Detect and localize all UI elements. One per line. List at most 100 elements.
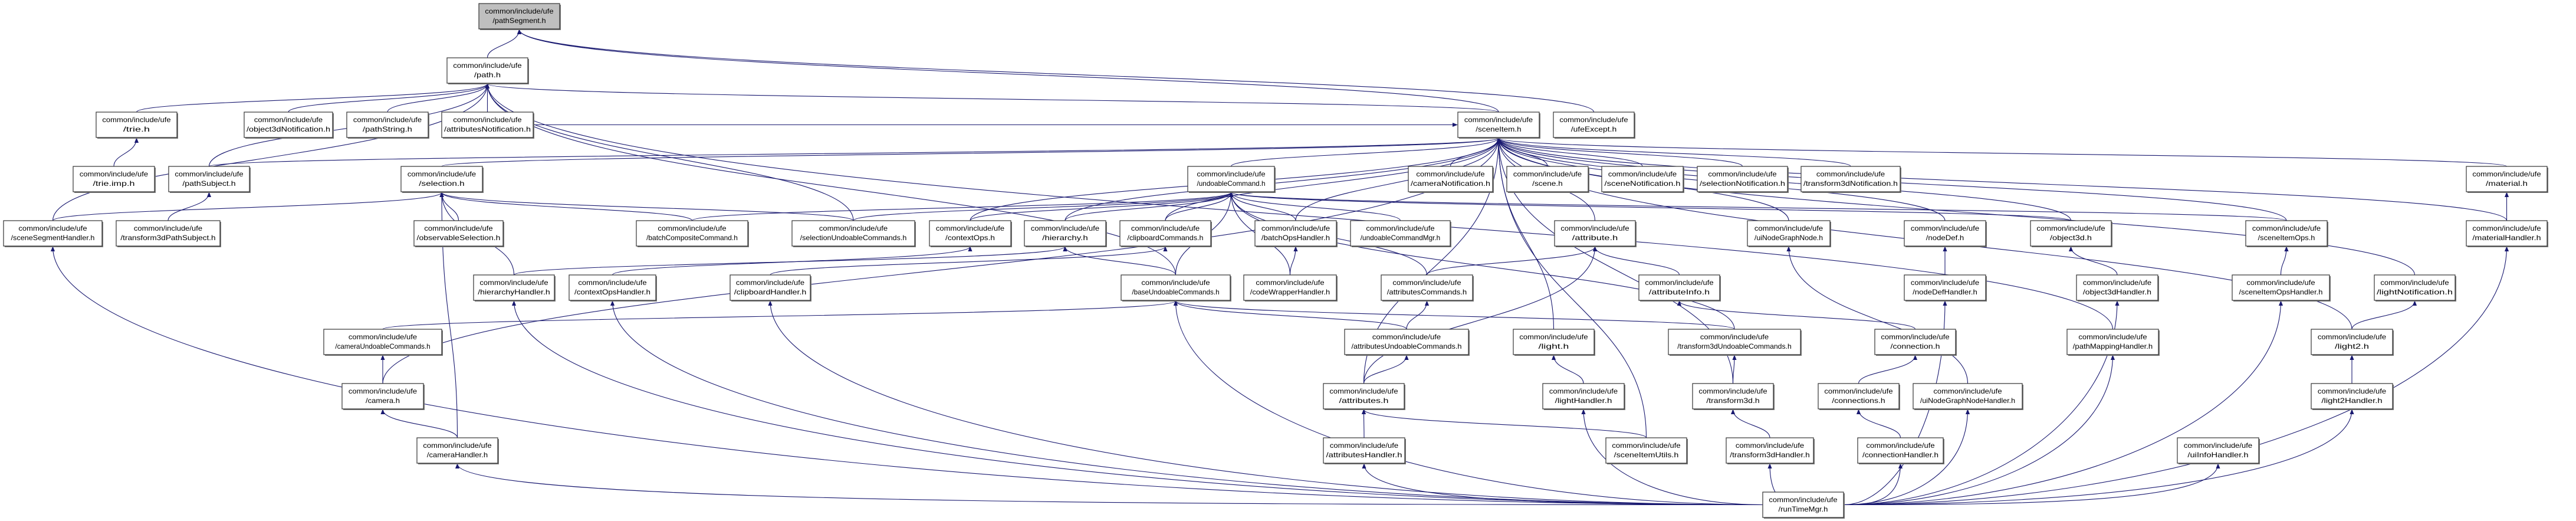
edge-light-handler-to-light [1551, 355, 1584, 384]
edge-camera-handler-to-camera [380, 409, 458, 438]
node-attributes-notification[interactable]: common/include/ufe/attributesNotificatio… [441, 112, 534, 139]
node-trie-imp[interactable]: common/include/ufe/trie.imp.h [73, 166, 156, 193]
node-path: common/include/ufe [1392, 278, 1461, 287]
node-selection[interactable]: common/include/ufe/selection.h [400, 166, 484, 193]
node-undoable-command[interactable]: common/include/ufe/undoableCommand.h [1187, 166, 1276, 193]
node-filename: /transform3dHandler.h [1730, 451, 1809, 459]
node-path: common/include/ufe [1372, 333, 1441, 341]
node-node-def-handler[interactable]: common/include/ufe/nodeDefHandler.h [1904, 274, 1987, 302]
node-transform3d[interactable]: common/include/ufe/transform3d.h [1692, 383, 1775, 410]
node-filename: /sceneItem.h [1476, 125, 1521, 133]
node-batch-composite-command[interactable]: common/include/ufe/batchCompositeCommand… [636, 220, 749, 247]
node-trie[interactable]: common/include/ufe/trie.h [96, 112, 178, 139]
node-camera-undoable-commands[interactable]: common/include/ufe/cameraUndoableCommand… [323, 329, 443, 356]
node-object3d-notification[interactable]: common/include/ufe/object3dNotification.… [244, 112, 334, 139]
node-box [1344, 329, 1469, 355]
edge-selection-undoable-commands-to-path [485, 83, 854, 221]
node-attribute-info[interactable]: common/include/ufe/attributeInfo.h [1638, 274, 1721, 302]
node-code-wrapper-handler[interactable]: common/include/ufe/codeWrapperHandler.h [1243, 274, 1338, 302]
node-attributes-undoable-commands[interactable]: common/include/ufe/attributesUndoableCom… [1344, 329, 1470, 356]
node-transform3d-handler[interactable]: common/include/ufe/transform3dHandler.h [1726, 437, 1815, 464]
node-box [1697, 166, 1788, 192]
node-path-segment[interactable]: common/include/ufe/pathSegment.h [478, 3, 561, 30]
node-selection-undoable-commands[interactable]: common/include/ufe/selectionUndoableComm… [791, 220, 916, 247]
node-path[interactable]: common/include/ufe/path.h [446, 57, 529, 84]
node-clipboard-handler[interactable]: common/include/ufe/clipboardHandler.h [730, 274, 811, 302]
node-path-subject[interactable]: common/include/ufe/pathSubject.h [168, 166, 251, 193]
node-object3d-handler[interactable]: common/include/ufe/object3dHandler.h [2076, 274, 2159, 302]
node-scene[interactable]: common/include/ufe/scene.h [1506, 166, 1589, 193]
node-base-undoable-commands[interactable]: common/include/ufe/baseUndoableCommands.… [1121, 274, 1231, 302]
node-box [1243, 274, 1337, 301]
node-light2[interactable]: common/include/ufe/light2.h [2311, 329, 2394, 356]
node-ufe-except[interactable]: common/include/ufe/ufeExcept.h [1553, 112, 1635, 139]
node-ui-info-handler[interactable]: common/include/ufe/uiInfoHandler.h [2177, 437, 2260, 464]
node-path: common/include/ufe [102, 116, 170, 124]
node-run-time-mgr[interactable]: common/include/ufe/runTimeMgr.h [1762, 491, 1845, 519]
node-path: common/include/ufe [1816, 170, 1885, 178]
node-transform3d-notification[interactable]: common/include/ufe/transform3dNotificati… [1800, 166, 1901, 193]
node-light2-handler[interactable]: common/include/ufe/light2Handler.h [2311, 383, 2394, 410]
node-transform3d-path-subject[interactable]: common/include/ufe/transform3dPathSubjec… [116, 220, 221, 247]
node-path: common/include/ufe [1256, 278, 1324, 287]
node-node-def[interactable]: common/include/ufe/nodeDef.h [1904, 220, 1987, 247]
node-box [2374, 274, 2456, 301]
node-box [244, 112, 333, 138]
node-path-mapping-handler[interactable]: common/include/ufe/pathMappingHandler.h [2066, 329, 2160, 356]
node-clipboard-commands[interactable]: common/include/ufe/clipboardCommands.h [1119, 220, 1212, 247]
node-light-notification[interactable]: common/include/ufe/lightNotification.h [2374, 274, 2456, 302]
node-observable-selection[interactable]: common/include/ufe/observableSelection.h [413, 220, 504, 247]
node-object3d[interactable]: common/include/ufe/object3d.h [2030, 220, 2112, 247]
node-scene-item-utils[interactable]: common/include/ufe/sceneItemUtils.h [1605, 437, 1688, 464]
node-path-string[interactable]: common/include/ufe/pathString.h [346, 112, 429, 139]
node-connection-handler[interactable]: common/include/ufe/connectionHandler.h [1857, 437, 1944, 464]
edge-connections-to-connection [1858, 355, 1918, 384]
node-path: common/include/ufe [1933, 387, 2002, 395]
node-ui-node-graph-node-handler[interactable]: common/include/ufe/uiNodeGraphNodeHandle… [1913, 383, 2023, 410]
node-path: common/include/ufe [1911, 224, 1979, 232]
node-path: common/include/ufe [353, 116, 422, 124]
edge-attributes-handler-to-attributes [1361, 409, 1366, 438]
node-camera[interactable]: common/include/ufe/camera.h [341, 383, 425, 410]
edge-transform3d-notification-to-scene-item [1496, 137, 1851, 167]
node-path: common/include/ufe [578, 278, 646, 287]
node-transform3d-undoable-commands[interactable]: common/include/ufe/transform3dUndoableCo… [1668, 329, 1802, 356]
node-camera-handler[interactable]: common/include/ufe/cameraHandler.h [416, 437, 499, 464]
node-hierarchy[interactable]: common/include/ufe/hierarchy.h [1024, 220, 1107, 247]
node-path: common/include/ufe [2380, 278, 2449, 287]
node-batch-ops-handler[interactable]: common/include/ufe/batchOpsHandler.h [1254, 220, 1338, 247]
node-light-handler[interactable]: common/include/ufe/lightHandler.h [1542, 383, 1625, 410]
node-attributes-handler[interactable]: common/include/ufe/attributesHandler.h [1323, 437, 1406, 464]
node-connections[interactable]: common/include/ufe/connections.h [1818, 383, 1900, 410]
node-scene-item-ops[interactable]: common/include/ufe/sceneItemOps.h [2245, 220, 2328, 247]
node-context-ops[interactable]: common/include/ufe/contextOps.h [929, 220, 1012, 247]
node-scene-item[interactable]: common/include/ufe/sceneItem.h [1457, 112, 1540, 139]
node-filename: /hierarchy.h [1042, 234, 1087, 242]
node-hierarchy-handler[interactable]: common/include/ufe/hierarchyHandler.h [473, 274, 556, 302]
node-scene-segment-handler[interactable]: common/include/ufe/sceneSegmentHandler.h [3, 220, 103, 247]
node-context-ops-handler[interactable]: common/include/ufe/contextOpsHandler.h [569, 274, 657, 302]
node-path: common/include/ufe [1513, 170, 1582, 178]
edge-code-wrapper-handler-to-batch-ops-handler [1289, 246, 1298, 276]
edge-transform3d-path-subject-to-path-subject [167, 192, 212, 221]
node-ui-node-graph-node[interactable]: common/include/ufe/uiNodeGraphNode.h [1747, 220, 1831, 247]
node-attributes-commands[interactable]: common/include/ufe/attributesCommands.h [1381, 274, 1474, 302]
node-path: common/include/ufe [1141, 278, 1210, 287]
node-light[interactable]: common/include/ufe/light.h [1513, 329, 1595, 356]
node-scene-notification[interactable]: common/include/ufe/sceneNotification.h [1601, 166, 1684, 193]
node-box [1024, 220, 1106, 247]
node-filename: /nodeDefHandler.h [1913, 288, 1977, 296]
node-attribute[interactable]: common/include/ufe/attribute.h [1554, 220, 1637, 247]
node-material[interactable]: common/include/ufe/material.h [2466, 166, 2548, 193]
node-attributes[interactable]: common/include/ufe/attributes.h [1323, 383, 1405, 410]
node-camera-notification[interactable]: common/include/ufe/cameraNotification.h [1408, 166, 1494, 193]
node-scene-item-ops-handler[interactable]: common/include/ufe/sceneItemOpsHandler.h [2232, 274, 2331, 302]
node-filename: /contextOpsHandler.h [574, 288, 650, 296]
node-connection[interactable]: common/include/ufe/connection.h [1874, 329, 1957, 356]
node-filename: /material.h [2486, 179, 2528, 188]
node-selection-notification[interactable]: common/include/ufe/selectionNotification… [1697, 166, 1789, 193]
edge-attributes-to-attributes-undoable-commands [1363, 355, 1409, 384]
node-undoable-command-mgr[interactable]: common/include/ufe/undoableCommandMgr.h [1350, 220, 1451, 247]
node-material-handler[interactable]: common/include/ufe/materialHandler.h [2466, 220, 2548, 247]
